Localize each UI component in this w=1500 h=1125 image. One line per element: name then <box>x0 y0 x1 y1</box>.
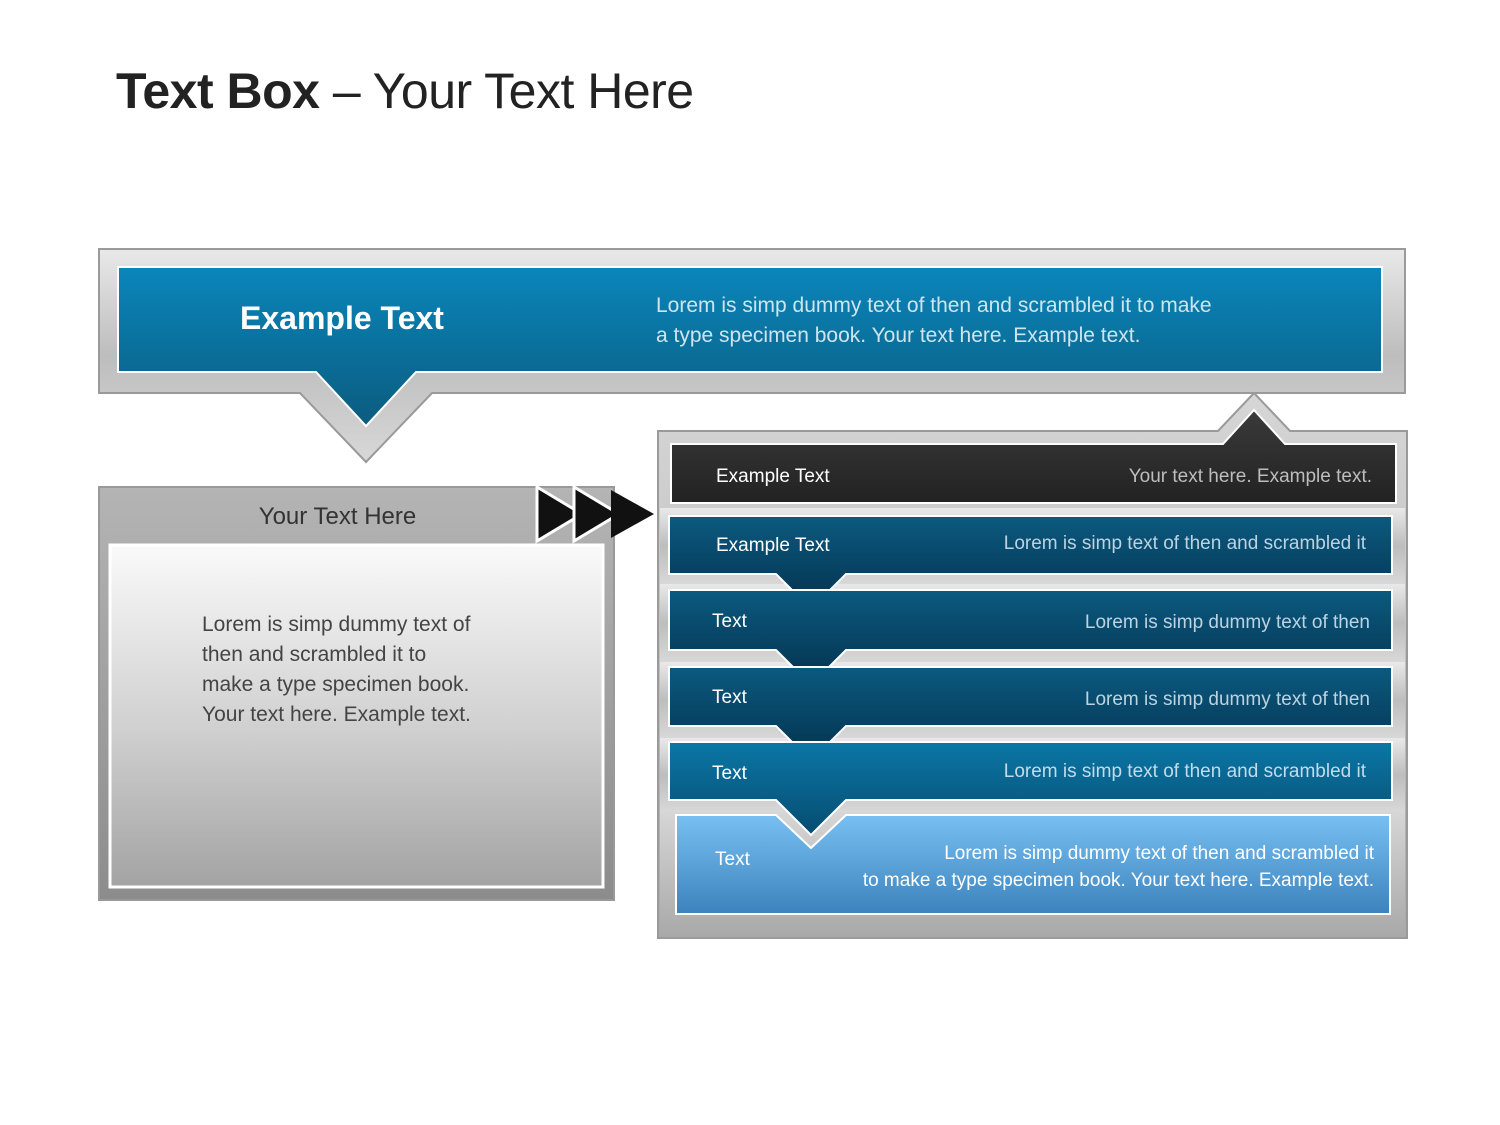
step-1-text: Your text here. Example text. <box>1128 466 1372 487</box>
left-box-header: Your Text Here <box>258 503 417 530</box>
page-title: Text Box – Your Text Here <box>116 62 694 120</box>
left-box-body-line-2: then and scrambled it to <box>202 643 427 666</box>
step-2-text: Lorem is simp text of then and scrambled… <box>1003 533 1366 554</box>
title-bold: Text Box <box>116 63 320 119</box>
triple-arrow-icon <box>535 484 654 544</box>
step-5-text: Lorem is simp text of then and scrambled… <box>1003 761 1366 782</box>
step-6-label: Text <box>715 849 750 870</box>
title-rest: – Your Text Here <box>319 63 694 119</box>
step-2-label: Example Text <box>716 535 830 556</box>
step-6-text: Lorem is simp dummy text of then and scr… <box>863 840 1374 894</box>
left-text-box <box>98 486 615 901</box>
steps-panel <box>657 391 1408 939</box>
left-box-body-line-4: Your text here. Example text. <box>202 703 471 726</box>
top-banner-body: Lorem is simp dummy text of then and scr… <box>656 291 1212 351</box>
step-6-text-line-2: to make a type specimen book. Your text … <box>862 870 1374 891</box>
left-box-body-line-1: Lorem is simp dummy text of <box>202 613 471 636</box>
step-4-label: Text <box>712 687 747 708</box>
left-box-body: Lorem is simp dummy text of then and scr… <box>202 610 471 730</box>
top-banner <box>98 248 1406 464</box>
top-banner-heading: Example Text <box>240 300 444 336</box>
step-6-text-line-1: Lorem is simp dummy text of then and scr… <box>944 843 1374 864</box>
top-banner-body-line-1: Lorem is simp dummy text of then and scr… <box>656 294 1212 317</box>
step-4-text: Lorem is simp dummy text of then <box>1084 689 1370 710</box>
left-box-body-line-3: make a type specimen book. <box>202 673 470 696</box>
top-banner-body-line-2: a type specimen book. Your text here. Ex… <box>656 324 1141 347</box>
step-1-label: Example Text <box>716 466 830 487</box>
step-3-label: Text <box>712 611 747 632</box>
step-3-text: Lorem is simp dummy text of then <box>1084 612 1370 633</box>
step-5-label: Text <box>712 763 747 784</box>
